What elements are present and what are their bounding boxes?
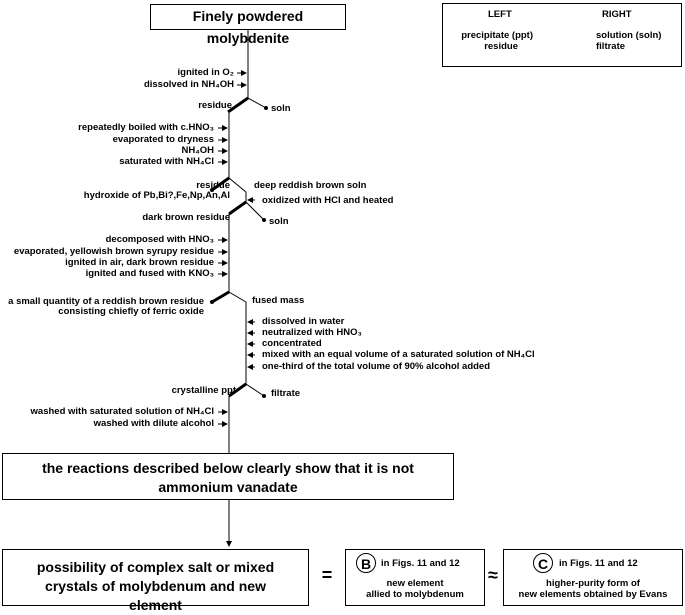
step-evaporated-syrupy: evaporated, yellowish brown syrupy resid… (13, 246, 214, 257)
step-washed-nh4cl: washed with saturated solution of NH₄Cl (30, 406, 214, 417)
split4-right-fused-mass: fused mass (252, 295, 305, 306)
legend-right-line1: solution (soln) (596, 30, 662, 41)
split2-left-residue: residue (196, 180, 230, 191)
legend-right-line2: filtrate (596, 41, 626, 52)
step-alcohol-added: one-third of the total volume of 90% alc… (262, 361, 491, 372)
approx-sign: ≈ (488, 565, 498, 585)
step-saturated-nh4cl: saturated with NH₄Cl (119, 156, 214, 167)
conclusion-text: the reactions described below clearly sh… (42, 460, 414, 495)
c-ref: in Figs. 11 and 12 (559, 558, 638, 569)
split3-right-soln: soln (269, 216, 289, 227)
legend-left-line2: residue (484, 41, 518, 52)
step-ignited-air: ignited in air, dark brown residue (65, 257, 214, 268)
split4-left-line1: a small quantity of a reddish brown resi… (8, 296, 204, 307)
possibility-text: possibility of complex salt or mixed cry… (36, 559, 275, 613)
possibility-box: possibility of complex salt or mixed cry… (2, 549, 309, 613)
split2-right-soln: deep reddish brown soln (254, 180, 367, 191)
step-dissolved-nh4oh: dissolved in NH₄OH (143, 79, 234, 90)
step-dissolved-water: dissolved in water (262, 316, 345, 327)
step-neutralized-hno3: neutralized with HNO₃ (262, 327, 362, 338)
split2-left-hydroxide: hydroxide of Pb,Bi?,Fe,Np,An,Al (83, 190, 230, 201)
step-evaporated-dryness: evaporated to dryness (112, 134, 214, 145)
c-desc-2: new elements obtained by Evans (518, 589, 668, 600)
split1-right-soln: soln (271, 103, 291, 114)
c-circle: C (533, 553, 553, 573)
b-desc-1: new element (386, 578, 444, 589)
split5-right-filtrate: filtrate (271, 388, 301, 399)
step-ignited-o2: ignited in O₂ (177, 67, 234, 78)
legend-left-title: LEFT (488, 9, 512, 20)
legend-right-title: RIGHT (602, 9, 632, 20)
split4-left-line2: consisting chiefly of ferric oxide (58, 306, 204, 317)
start-box-text: Finely powdered molybdenite (192, 8, 304, 46)
split1-left-residue: residue (198, 100, 232, 111)
step-washed-alcohol: washed with dilute alcohol (93, 418, 214, 429)
start-box: Finely powdered molybdenite (150, 4, 346, 46)
step-concentrated: concentrated (262, 338, 322, 349)
split5-left-ppt: crystalline ppt (171, 385, 236, 396)
equals-sign: = (321, 565, 333, 585)
b-ref: in Figs. 11 and 12 (381, 558, 460, 569)
step-oxidized-hcl: oxidized with HCl and heated (262, 195, 394, 206)
step-fused-kno3: ignited and fused with KNO₃ (85, 268, 214, 279)
step-nh4oh: NH₄OH (181, 145, 215, 156)
b-circle: B (356, 553, 376, 573)
step-decomposed-hno3: decomposed with HNO₃ (105, 234, 214, 245)
b-desc-2: allied to molybdenum (366, 589, 464, 600)
c-desc-1: higher-purity form of (546, 578, 640, 589)
legend-box (442, 3, 682, 67)
step-boiled-hno3: repeatedly boiled with c.HNO₃ (78, 122, 214, 133)
legend-left-line1: precipitate (ppt) (461, 30, 533, 41)
split3-left-residue: dark brown residue (142, 212, 230, 223)
step-mixed-nh4cl: mixed with an equal volume of a saturate… (262, 349, 535, 360)
conclusion-box: the reactions described below clearly sh… (2, 453, 454, 500)
